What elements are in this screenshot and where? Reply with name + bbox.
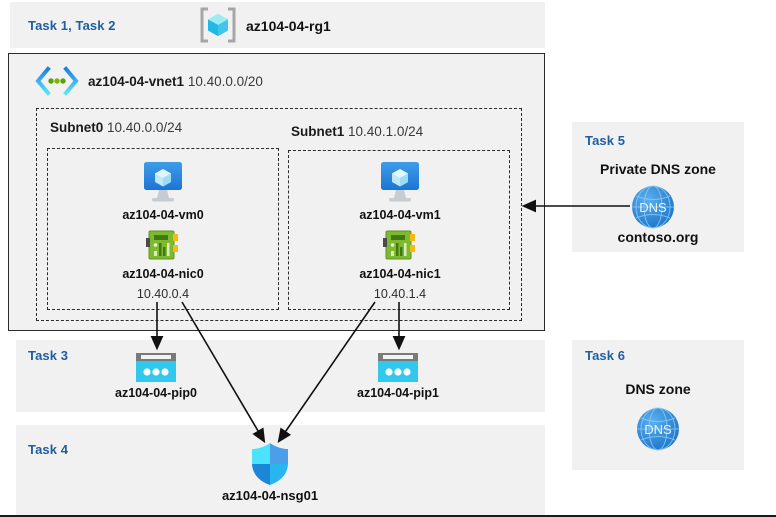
task-label-3: Task 3 [28,348,69,363]
subnet0-cidr: 10.40.0.0/24 [107,120,183,135]
nsg-label: az104-04-nsg01 [221,488,319,503]
vnet-frame [8,53,545,331]
subnet0-name: Subnet0 [50,120,104,135]
network-interface-icon [146,228,180,262]
pip1-label: az104-04-pip1 [357,386,439,400]
private-dns-zone-name: contoso.org [617,229,699,245]
public-ip-panel [16,340,545,412]
vnet-name: az104-04-vnet1 [88,74,185,89]
subnet1-cidr: 10.40.1.0/24 [348,124,424,139]
vm0-label: az104-04-vm0 [122,208,204,222]
public-dns-heading: DNS zone [625,381,691,397]
nic0-ip: 10.40.0.4 [136,287,190,301]
task-label-5: Task 5 [585,133,626,148]
dns-globe-icon: DNS [635,406,681,452]
nic0-label: az104-04-nic0 [122,267,204,281]
nic1-label: az104-04-nic1 [359,267,441,281]
virtual-machine-icon [375,160,425,204]
task-label-1-2: Task 1, Task 2 [28,18,116,33]
task-label-4: Task 4 [28,442,69,457]
private-dns-heading: Private DNS zone [600,161,716,177]
network-security-group-shield-icon [248,441,292,487]
resource-group-panel [10,2,545,48]
resource-group-cube-icon [198,6,238,44]
network-interface-icon [383,228,417,262]
subnet0-box [47,148,279,310]
svg-text:DNS: DNS [639,200,667,215]
resource-group-name: az104-04-rg1 [246,18,331,34]
nic1-ip: 10.40.1.4 [373,287,427,301]
task-label-6: Task 6 [585,348,626,363]
vm1-label: az104-04-vm1 [359,208,441,222]
vnet-cidr: 10.40.0.0/20 [187,74,263,89]
svg-text:DNS: DNS [644,422,672,437]
public-ip-address-icon [134,351,178,385]
subnet0-header: Subnet0 10.40.0.0/24 [50,120,182,135]
virtual-machine-icon [138,160,188,204]
dns-globe-icon: DNS [630,184,676,230]
virtual-network-icon [34,66,80,96]
subnet1-header: Subnet1 10.40.1.0/24 [291,124,423,139]
subnet1-name: Subnet1 [291,124,345,139]
public-ip-address-icon [376,351,420,385]
vnet-header: az104-04-vnet1 10.40.0.0/20 [88,74,263,89]
pip0-label: az104-04-pip0 [115,386,197,400]
